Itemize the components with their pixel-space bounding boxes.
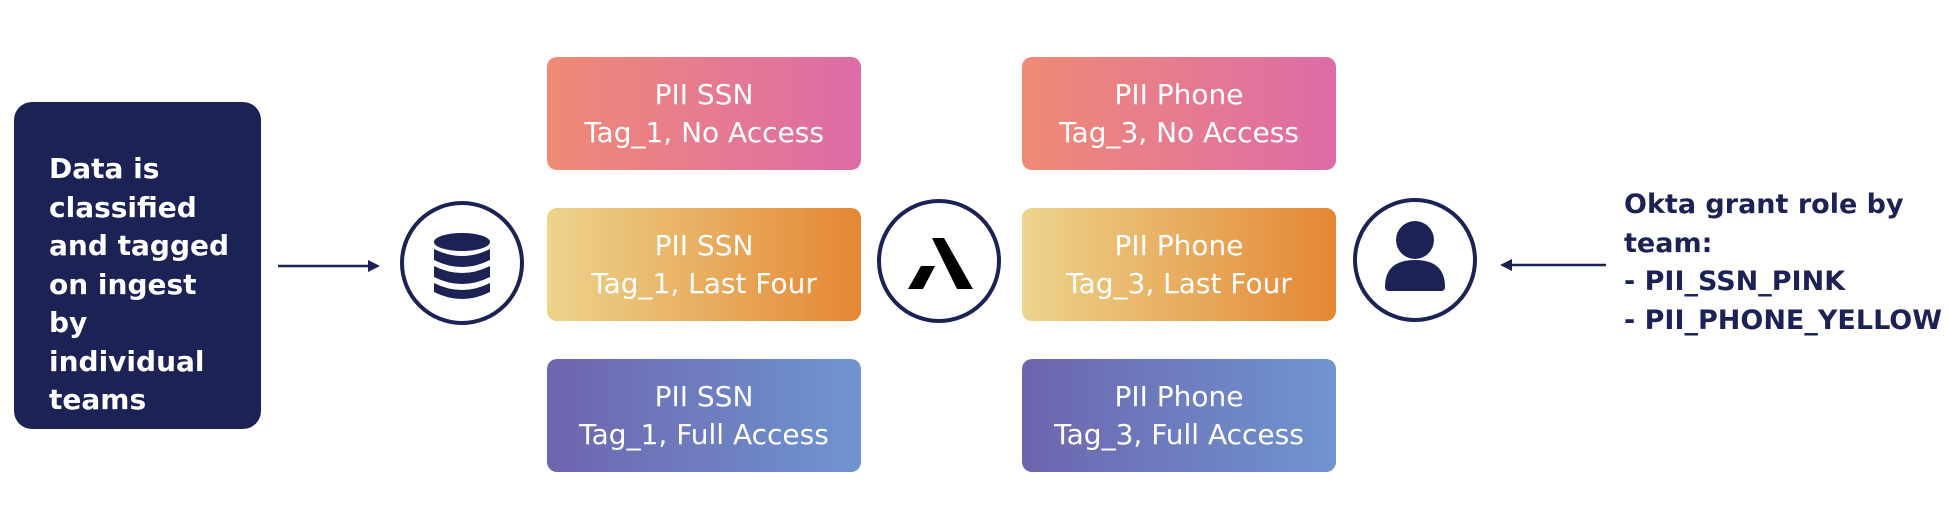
tag1-last-four-tile: PII SSN Tag_1, Last Four [547, 208, 861, 321]
user-icon [1385, 221, 1445, 291]
arrow-left-icon [1500, 259, 1606, 271]
tile-title: PII SSN [654, 77, 754, 111]
okta-role-note: Okta grant role by team: - PII_SSN_PINK … [1624, 189, 1943, 336]
tile-title: PII SSN [654, 228, 754, 262]
tag3-no-access-tile: PII Phone Tag_3, No Access [1022, 57, 1336, 170]
database-node [400, 201, 524, 325]
platform-node [877, 199, 1001, 323]
tag1-no-access-tile: PII SSN Tag_1, No Access [547, 57, 861, 170]
source-classification-box: Data is classified and tagged on ingest … [14, 102, 261, 429]
database-icon [434, 233, 490, 299]
tile-subtitle: Tag_3, Last Four [1066, 266, 1292, 300]
tile-subtitle: Tag_3, No Access [1059, 115, 1299, 149]
tile-subtitle: Tag_1, No Access [584, 115, 824, 149]
source-classification-text: Data is classified and tagged on ingest … [49, 152, 230, 416]
tile-subtitle: Tag_3, Full Access [1054, 417, 1304, 451]
tag3-full-access-tile: PII Phone Tag_3, Full Access [1022, 359, 1336, 472]
tile-title: PII Phone [1114, 77, 1244, 111]
tile-subtitle: Tag_1, Full Access [579, 417, 829, 451]
tile-subtitle: Tag_1, Last Four [591, 266, 817, 300]
tag3-last-four-tile: PII Phone Tag_3, Last Four [1022, 208, 1336, 321]
immuta-logo-icon [908, 238, 973, 289]
tile-title: PII Phone [1114, 379, 1244, 413]
arrow-right-icon [278, 260, 380, 272]
user-node [1353, 198, 1477, 322]
tile-title: PII SSN [654, 379, 754, 413]
tag1-full-access-tile: PII SSN Tag_1, Full Access [547, 359, 861, 472]
tile-title: PII Phone [1114, 228, 1244, 262]
